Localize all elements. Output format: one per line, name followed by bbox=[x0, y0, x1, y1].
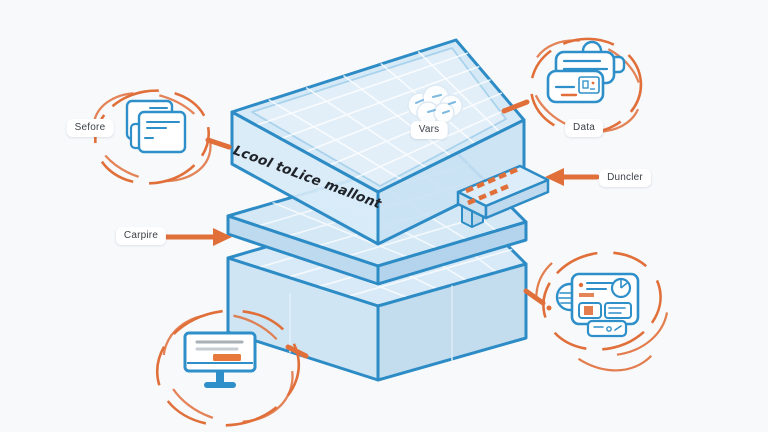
label-duncler: Duncler bbox=[599, 169, 651, 187]
cloud-icon bbox=[407, 84, 463, 125]
connector-dot bbox=[546, 305, 552, 311]
chat-bubbles-icon bbox=[546, 40, 626, 104]
funnel-arrow bbox=[545, 168, 600, 186]
arrow-left-icon bbox=[545, 168, 564, 186]
label-vars: Vars bbox=[410, 121, 448, 139]
capture-arrow bbox=[163, 228, 232, 246]
connector-documents bbox=[205, 137, 232, 150]
connector-chat bbox=[501, 99, 530, 114]
monitor-callout-circle bbox=[155, 309, 301, 427]
orange-connectors bbox=[205, 99, 546, 359]
shelf-orange-dashes bbox=[465, 167, 518, 206]
label-sefore: Sefore bbox=[66, 119, 114, 137]
label-carpire: Carpire bbox=[115, 227, 167, 245]
monitor-stand-neck bbox=[216, 371, 224, 382]
label-data: Data bbox=[565, 119, 603, 137]
side-shelf bbox=[456, 164, 550, 228]
connector-monitor bbox=[285, 344, 309, 359]
top-layer bbox=[230, 38, 526, 246]
connector-dashboard bbox=[523, 288, 546, 306]
monitor-stand-base bbox=[204, 382, 236, 388]
desktop-monitor-icon bbox=[183, 331, 257, 388]
documents-callout-circle bbox=[92, 89, 212, 185]
stacked-cards-icon bbox=[125, 99, 187, 154]
dashboard-window-icon bbox=[555, 272, 640, 338]
dashboard-callout-circle bbox=[535, 230, 669, 372]
arrow-right-icon bbox=[213, 228, 232, 246]
